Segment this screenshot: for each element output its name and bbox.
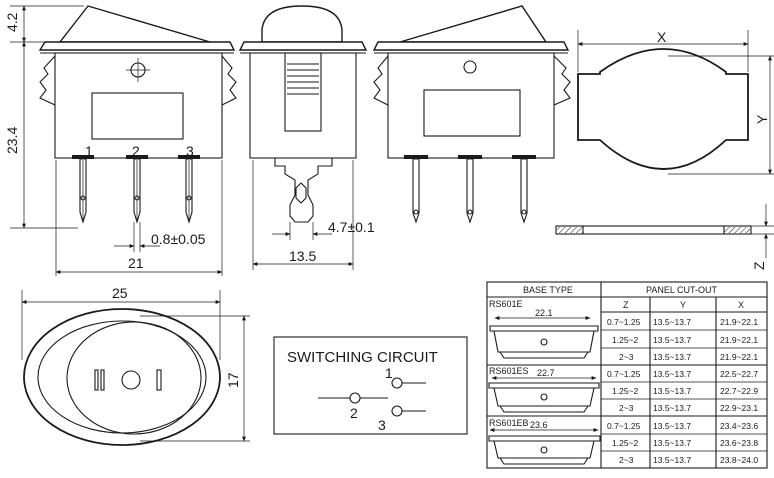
cell-2-3-x: 22.9~23.1 (720, 403, 758, 413)
pin-3 (185, 158, 193, 224)
cell-2-3-z: 2~3 (619, 403, 634, 413)
panel-cutout-view: X Y Z (555, 29, 774, 270)
terminal-thickness-dim: 4.7±0.1 (328, 219, 375, 235)
cutout-y-dim: Y (754, 114, 770, 124)
top-height-dim: 4.2 (4, 12, 20, 32)
panel-cutout-table: BASE TYPE PANEL CUT-OUT Z Y X RS601E 22.… (486, 281, 768, 469)
cell-3-3-x: 23.8~24.0 (720, 455, 758, 465)
side-view: 4.7±0.1 13.5 (238, 5, 375, 270)
cell-1-3-y: 13.5~13.7 (653, 352, 691, 362)
cutout-shape (577, 48, 749, 170)
pin-pitch-dim: 0.8±0.05 (151, 231, 206, 247)
cell-3-2-x: 23.6~23.8 (720, 438, 758, 448)
header-panel-cutout: PANEL CUT-OUT (646, 285, 718, 295)
cell-2-2-y: 13.5~13.7 (653, 386, 691, 396)
cutout-x-dim: X (657, 29, 667, 45)
group-width-3: 23.6 (530, 420, 548, 430)
group-name-1: RS601E (489, 299, 523, 309)
circuit-label-3: 3 (378, 417, 386, 433)
pin-label-1: 1 (85, 143, 93, 159)
bottom-width-dim: 25 (112, 285, 128, 301)
front-view: 1 2 3 4.2 23.4 0.8±0.05 21 (4, 5, 237, 276)
left-clip (39, 55, 56, 106)
side-body (249, 52, 357, 159)
cell-3-2-y: 13.5~13.7 (653, 438, 691, 448)
cell-3-1-y: 13.5~13.7 (653, 421, 691, 431)
circuit-title: SWITCHING CIRCUIT (287, 349, 438, 366)
cell-2-2-z: 1.25~2 (612, 386, 639, 396)
header-z: Z (623, 300, 629, 310)
body-height-dim: 23.4 (4, 127, 20, 154)
cell-1-1-y: 13.5~13.7 (653, 317, 691, 327)
cell-1-2-x: 21.9~22.1 (720, 335, 758, 345)
header-x: X (738, 300, 744, 310)
cell-1-3-z: 2~3 (619, 352, 634, 362)
cell-2-1-x: 22.5~22.7 (720, 369, 758, 379)
group-name-2: RS601ES (489, 366, 529, 376)
cell-2-2-x: 22.7~22.9 (720, 386, 758, 396)
cell-3-3-z: 2~3 (619, 455, 634, 465)
window (91, 92, 184, 140)
pin-2 (133, 158, 141, 224)
cell-2-3-y: 13.5~13.7 (653, 403, 691, 413)
cell-3-1-z: 0.7~1.25 (607, 421, 641, 431)
pin-label-2: 2 (132, 143, 140, 159)
group-width-2: 22.7 (537, 368, 555, 378)
pin-1 (79, 158, 87, 224)
flange (38, 41, 236, 51)
rocker-cap (58, 5, 211, 43)
cell-3-1-x: 23.4~23.6 (720, 421, 758, 431)
cutout-z-dim: Z (751, 261, 767, 270)
cell-3-2-z: 1.25~2 (612, 438, 639, 448)
terminal-width-dim: 13.5 (289, 248, 316, 264)
side-rocker (261, 5, 343, 43)
right-clip (221, 55, 237, 106)
pin-label-3: 3 (186, 143, 194, 159)
group-width-1: 22.1 (535, 308, 553, 318)
cell-1-3-x: 21.9~22.1 (720, 352, 758, 362)
circuit-label-2: 2 (350, 405, 358, 421)
panel-section (555, 225, 752, 235)
cell-1-1-z: 0.7~1.25 (607, 317, 641, 327)
cell-2-1-z: 0.7~1.25 (607, 369, 641, 379)
cell-2-1-y: 13.5~13.7 (653, 369, 691, 379)
cell-3-3-y: 13.5~13.7 (653, 455, 691, 465)
rear-view (372, 5, 571, 224)
header-y: Y (680, 300, 686, 310)
circuit-label-1: 1 (385, 365, 393, 381)
group-name-3: RS601EB (489, 418, 529, 428)
cell-1-1-x: 21.9~22.1 (720, 317, 758, 327)
bottom-height-dim: 17 (225, 372, 241, 388)
outer-oval (23, 308, 221, 446)
header-base-type: BASE TYPE (523, 285, 573, 295)
switching-circuit-box: SWITCHING CIRCUIT 1 2 3 (273, 336, 468, 435)
cell-1-2-z: 1.25~2 (612, 335, 639, 345)
side-terminal (274, 158, 333, 223)
cell-1-2-y: 13.5~13.7 (653, 335, 691, 345)
body-width-dim: 21 (128, 255, 144, 271)
bottom-view: 25 17 (21, 285, 250, 446)
